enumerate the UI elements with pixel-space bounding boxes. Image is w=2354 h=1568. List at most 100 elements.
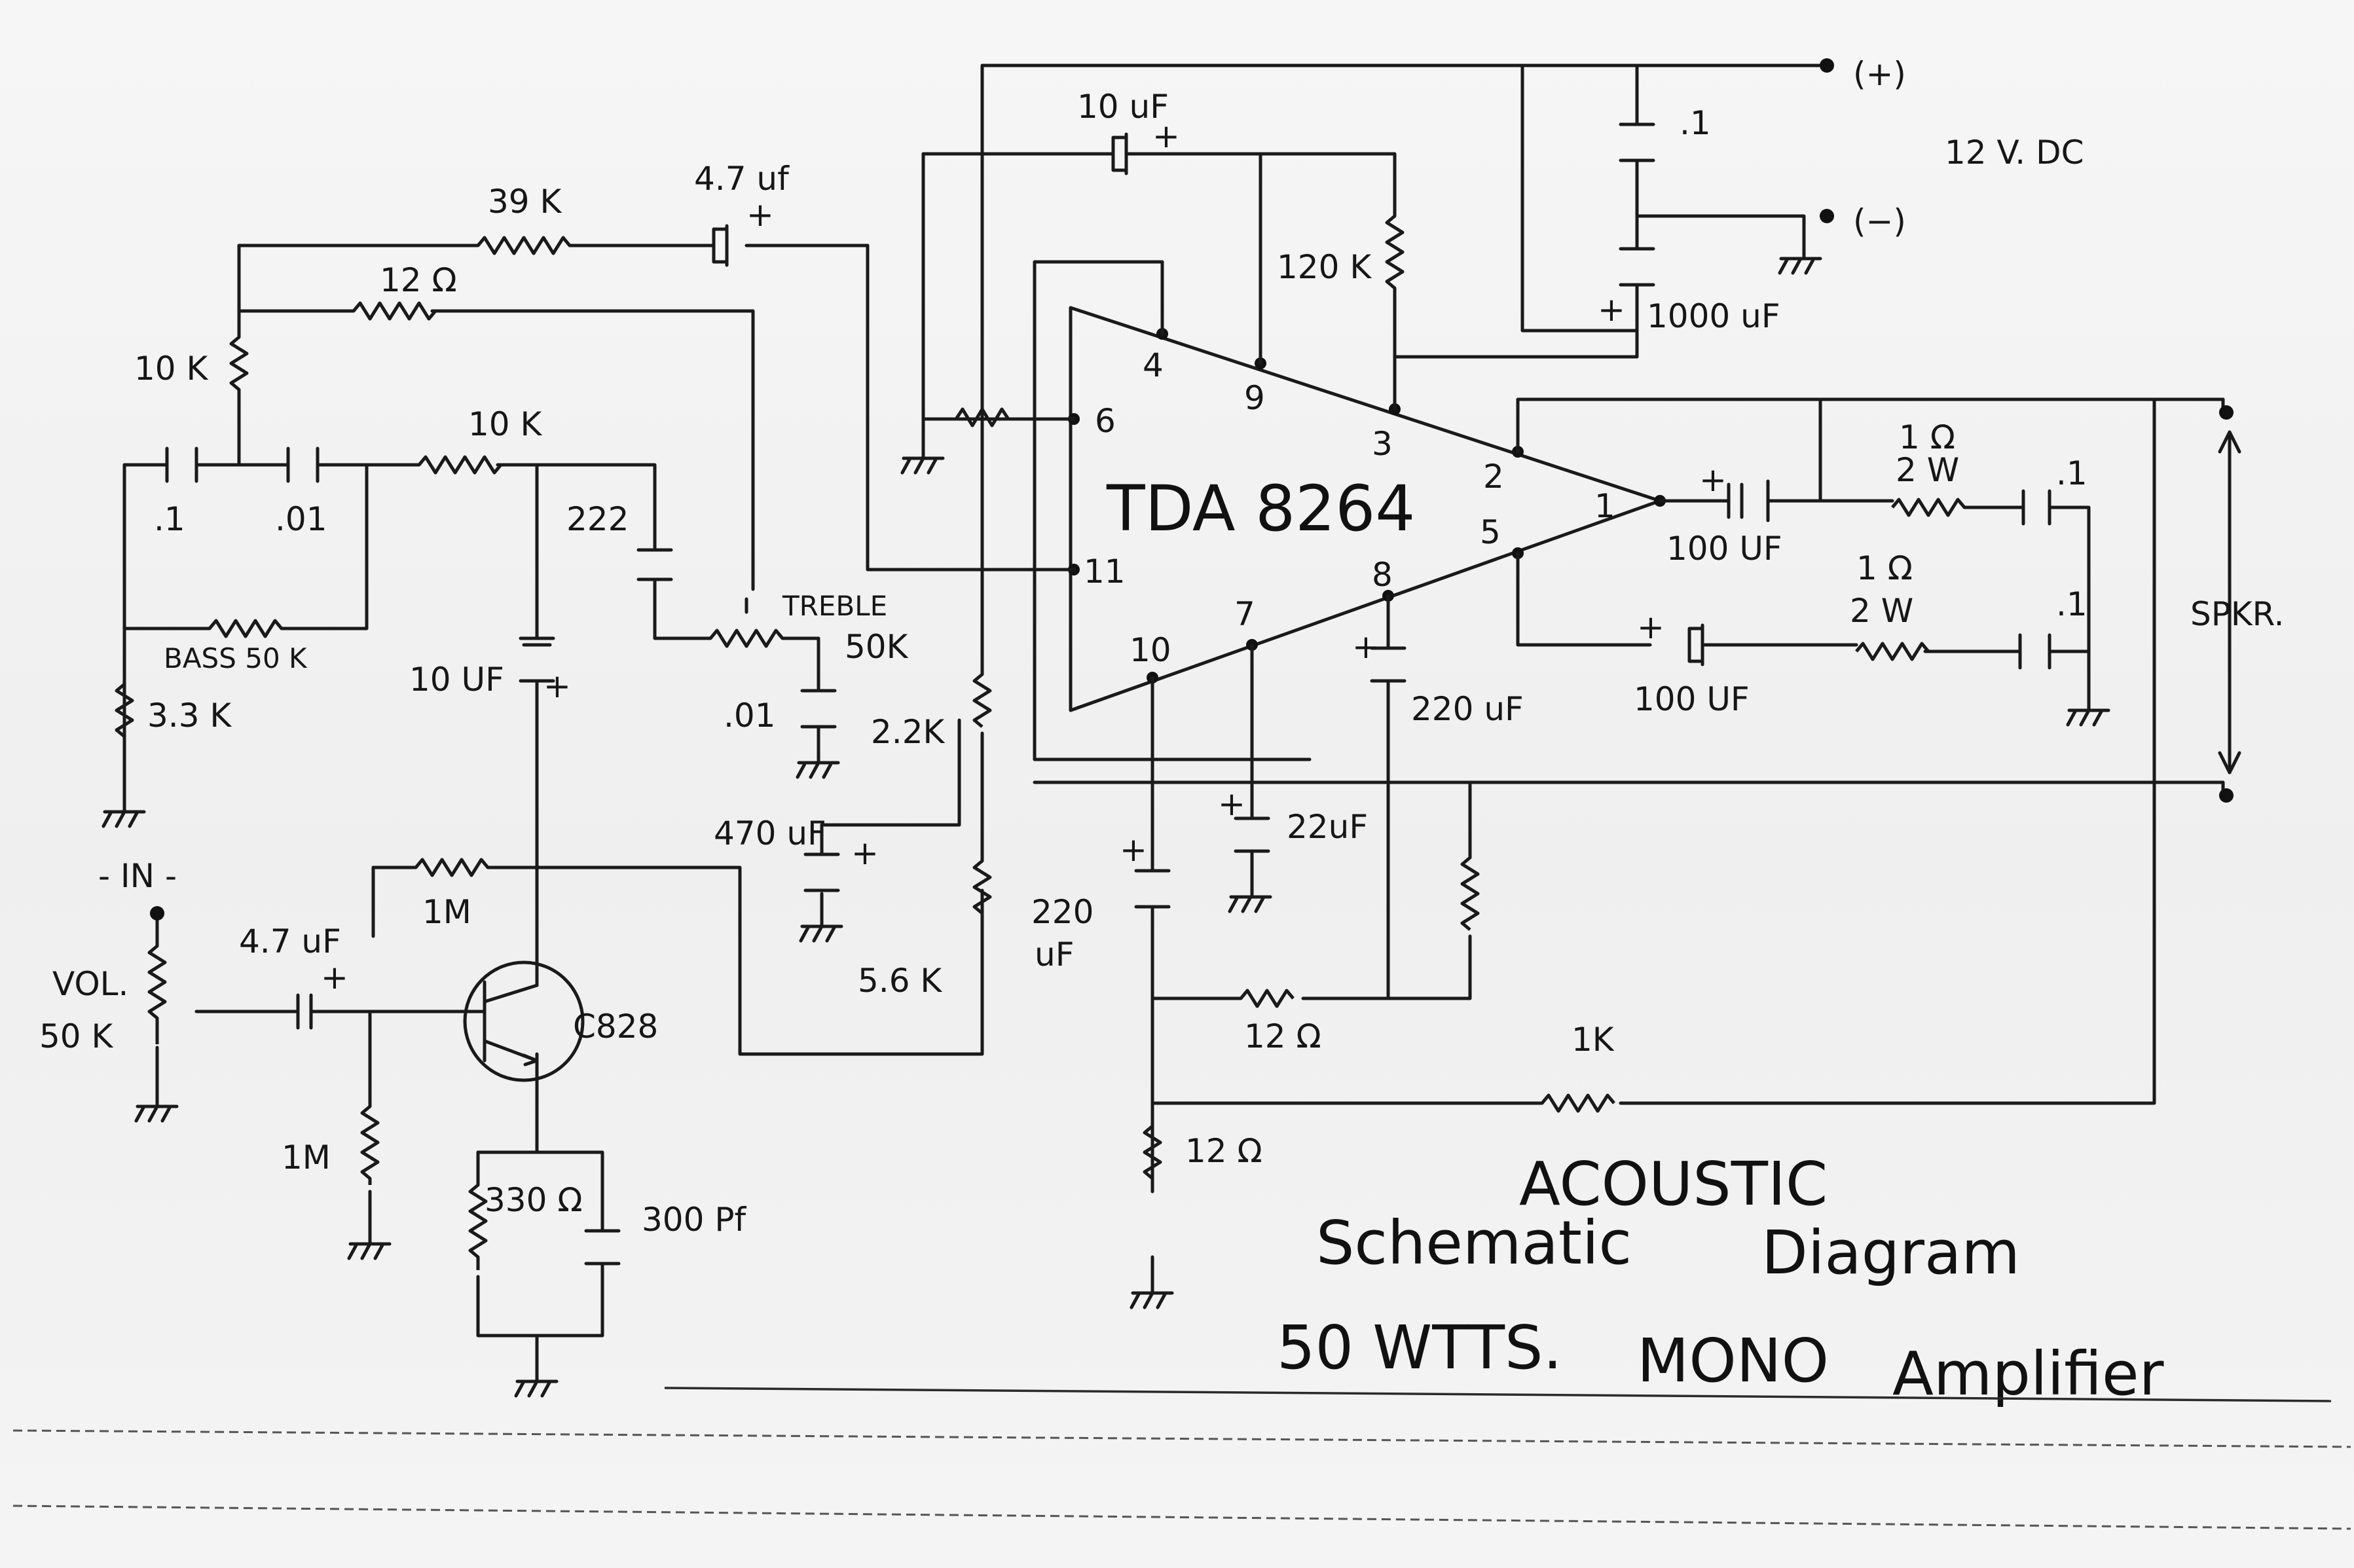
terminals [150, 58, 2241, 921]
label-c47-top: 4.7 uf [694, 160, 790, 198]
res-3-3k [115, 683, 134, 746]
res-2-2k [972, 673, 992, 728]
label-plus-g: + [1699, 461, 1727, 499]
label-c828: C828 [573, 1008, 658, 1046]
wiring [122, 64, 2225, 1383]
label-22uf: 22uF [1287, 808, 1368, 846]
label-5-6k: 5.6 K [858, 962, 942, 1000]
title-block: ACOUSTIC Schematic Diagram 50 WTTS. MONO… [664, 1149, 2332, 1409]
label-plus-b: + [543, 667, 571, 705]
res-10k-left [229, 336, 249, 399]
label-300pf: 300 Pf [642, 1201, 746, 1239]
title-acoustic: ACOUSTIC [1519, 1149, 1828, 1219]
pin-9: 9 [1244, 379, 1265, 417]
res-pin6 [954, 407, 1010, 428]
label-1m-top: 1M [422, 893, 471, 931]
ic-name: TDA 8264 [1106, 472, 1415, 545]
title-mono: MONO [1637, 1326, 1829, 1396]
pin-11: 11 [1084, 553, 1126, 591]
label-plus-terminal: (+) [1853, 55, 1906, 93]
res-bass-pot [208, 619, 283, 638]
label-10uf-top: 10 uF [1077, 88, 1169, 126]
label-c01-outb: .1 [2056, 585, 2087, 623]
label-12-top: 12 Ω [380, 261, 457, 299]
label-treble: TREBLE [782, 590, 887, 622]
label-plus-j: + [1218, 785, 1245, 823]
res-1m-bot [360, 1105, 380, 1185]
pin-5: 5 [1480, 513, 1501, 551]
label-10k-mid: 10 K [468, 405, 543, 443]
ground-symbols [101, 257, 2110, 1398]
res-10k-mid [418, 455, 507, 475]
label-120k: 120 K [1277, 248, 1372, 286]
ic-tda8264: TDA 8264 4 9 3 2 1 6 11 5 8 7 10 [1068, 306, 1666, 712]
pin-2: 2 [1483, 458, 1504, 496]
label-220uf-a: 220 uF [1411, 690, 1524, 728]
label-supply: 12 V. DC [1945, 134, 2084, 172]
res-1ohm-b [1855, 642, 1930, 661]
title-watts: 50 WTTS. [1277, 1313, 1562, 1383]
label-330: 330 Ω [485, 1181, 583, 1219]
transistor-c828 [450, 960, 585, 1082]
title-diagram: Diagram [1761, 1218, 2020, 1288]
resistors [115, 215, 1966, 1270]
label-220b-unit: uF [1035, 936, 1074, 974]
label-plus-e: + [1152, 117, 1180, 155]
label-1m-bot: 1M [282, 1139, 331, 1176]
res-330 [468, 1184, 488, 1270]
pin-7: 7 [1234, 595, 1255, 633]
pin-8: 8 [1372, 556, 1393, 594]
label-plus-a: + [746, 196, 774, 234]
res-5-6k [972, 860, 992, 915]
res-39k [477, 236, 576, 255]
label-1ohm-b: 1 Ω [1856, 549, 1913, 587]
label-c470: 470 uF [714, 814, 826, 852]
label-c222: 222 [566, 500, 629, 538]
label-plus-k: + [1120, 831, 1147, 869]
label-100uf-b: 100 UF [1634, 680, 1750, 718]
label-treble-val: 50K [845, 628, 909, 666]
label-plus-h: + [1637, 608, 1664, 646]
label-in: - IN - [98, 857, 177, 895]
label-10k-left: 10 K [134, 350, 209, 388]
label-12a: 12 Ω [1244, 1017, 1321, 1055]
res-treble-pot [709, 629, 784, 648]
label-minus-terminal: (−) [1853, 202, 1906, 240]
res-12-top [352, 301, 442, 321]
capacitors [165, 122, 2051, 1266]
res-12a [1240, 989, 1295, 1008]
label-c01a: .1 [154, 500, 185, 538]
label-1ohm-a: 1 Ω [1899, 418, 1955, 456]
title-schematic: Schematic [1316, 1208, 1632, 1278]
label-c47-in: 4.7 uF [239, 922, 341, 960]
pin-1: 1 [1594, 487, 1615, 525]
res-1k [1541, 1093, 1615, 1113]
label-1k: 1K [1572, 1021, 1615, 1059]
res-12b [1143, 1125, 1162, 1192]
res-1ohm-a [1891, 498, 1966, 517]
label-220b: 220 [1031, 893, 1094, 931]
component-labels: 39 K 4.7 uf + 12 Ω 10 K 10 K .1 .01 222 … [39, 55, 2285, 1239]
label-c01c: .01 [724, 697, 776, 735]
label-3-3k: 3.3 K [147, 697, 232, 735]
label-2-2k: 2.2K [871, 713, 946, 751]
label-100uf-a: 100 UF [1666, 530, 1782, 568]
label-bass: BASS 50 K [164, 642, 308, 674]
label-vol: VOL. [52, 965, 128, 1003]
label-10uf-mid: 10 UF [409, 661, 504, 699]
label-2w-a: 2 W [1896, 451, 1959, 489]
pin-10: 10 [1130, 631, 1171, 669]
label-plus-i: + [1352, 628, 1380, 666]
perforation [12, 1429, 2351, 1530]
pin-3: 3 [1372, 425, 1393, 463]
label-plus-c: + [851, 834, 879, 872]
res-vert-right [1460, 856, 1480, 931]
pin-6: 6 [1095, 402, 1116, 440]
label-39k: 39 K [488, 183, 562, 221]
res-1m-top [414, 858, 489, 877]
res-120k [1385, 215, 1405, 298]
label-plus-f: + [1598, 291, 1625, 329]
label-plus-d: + [321, 958, 348, 996]
